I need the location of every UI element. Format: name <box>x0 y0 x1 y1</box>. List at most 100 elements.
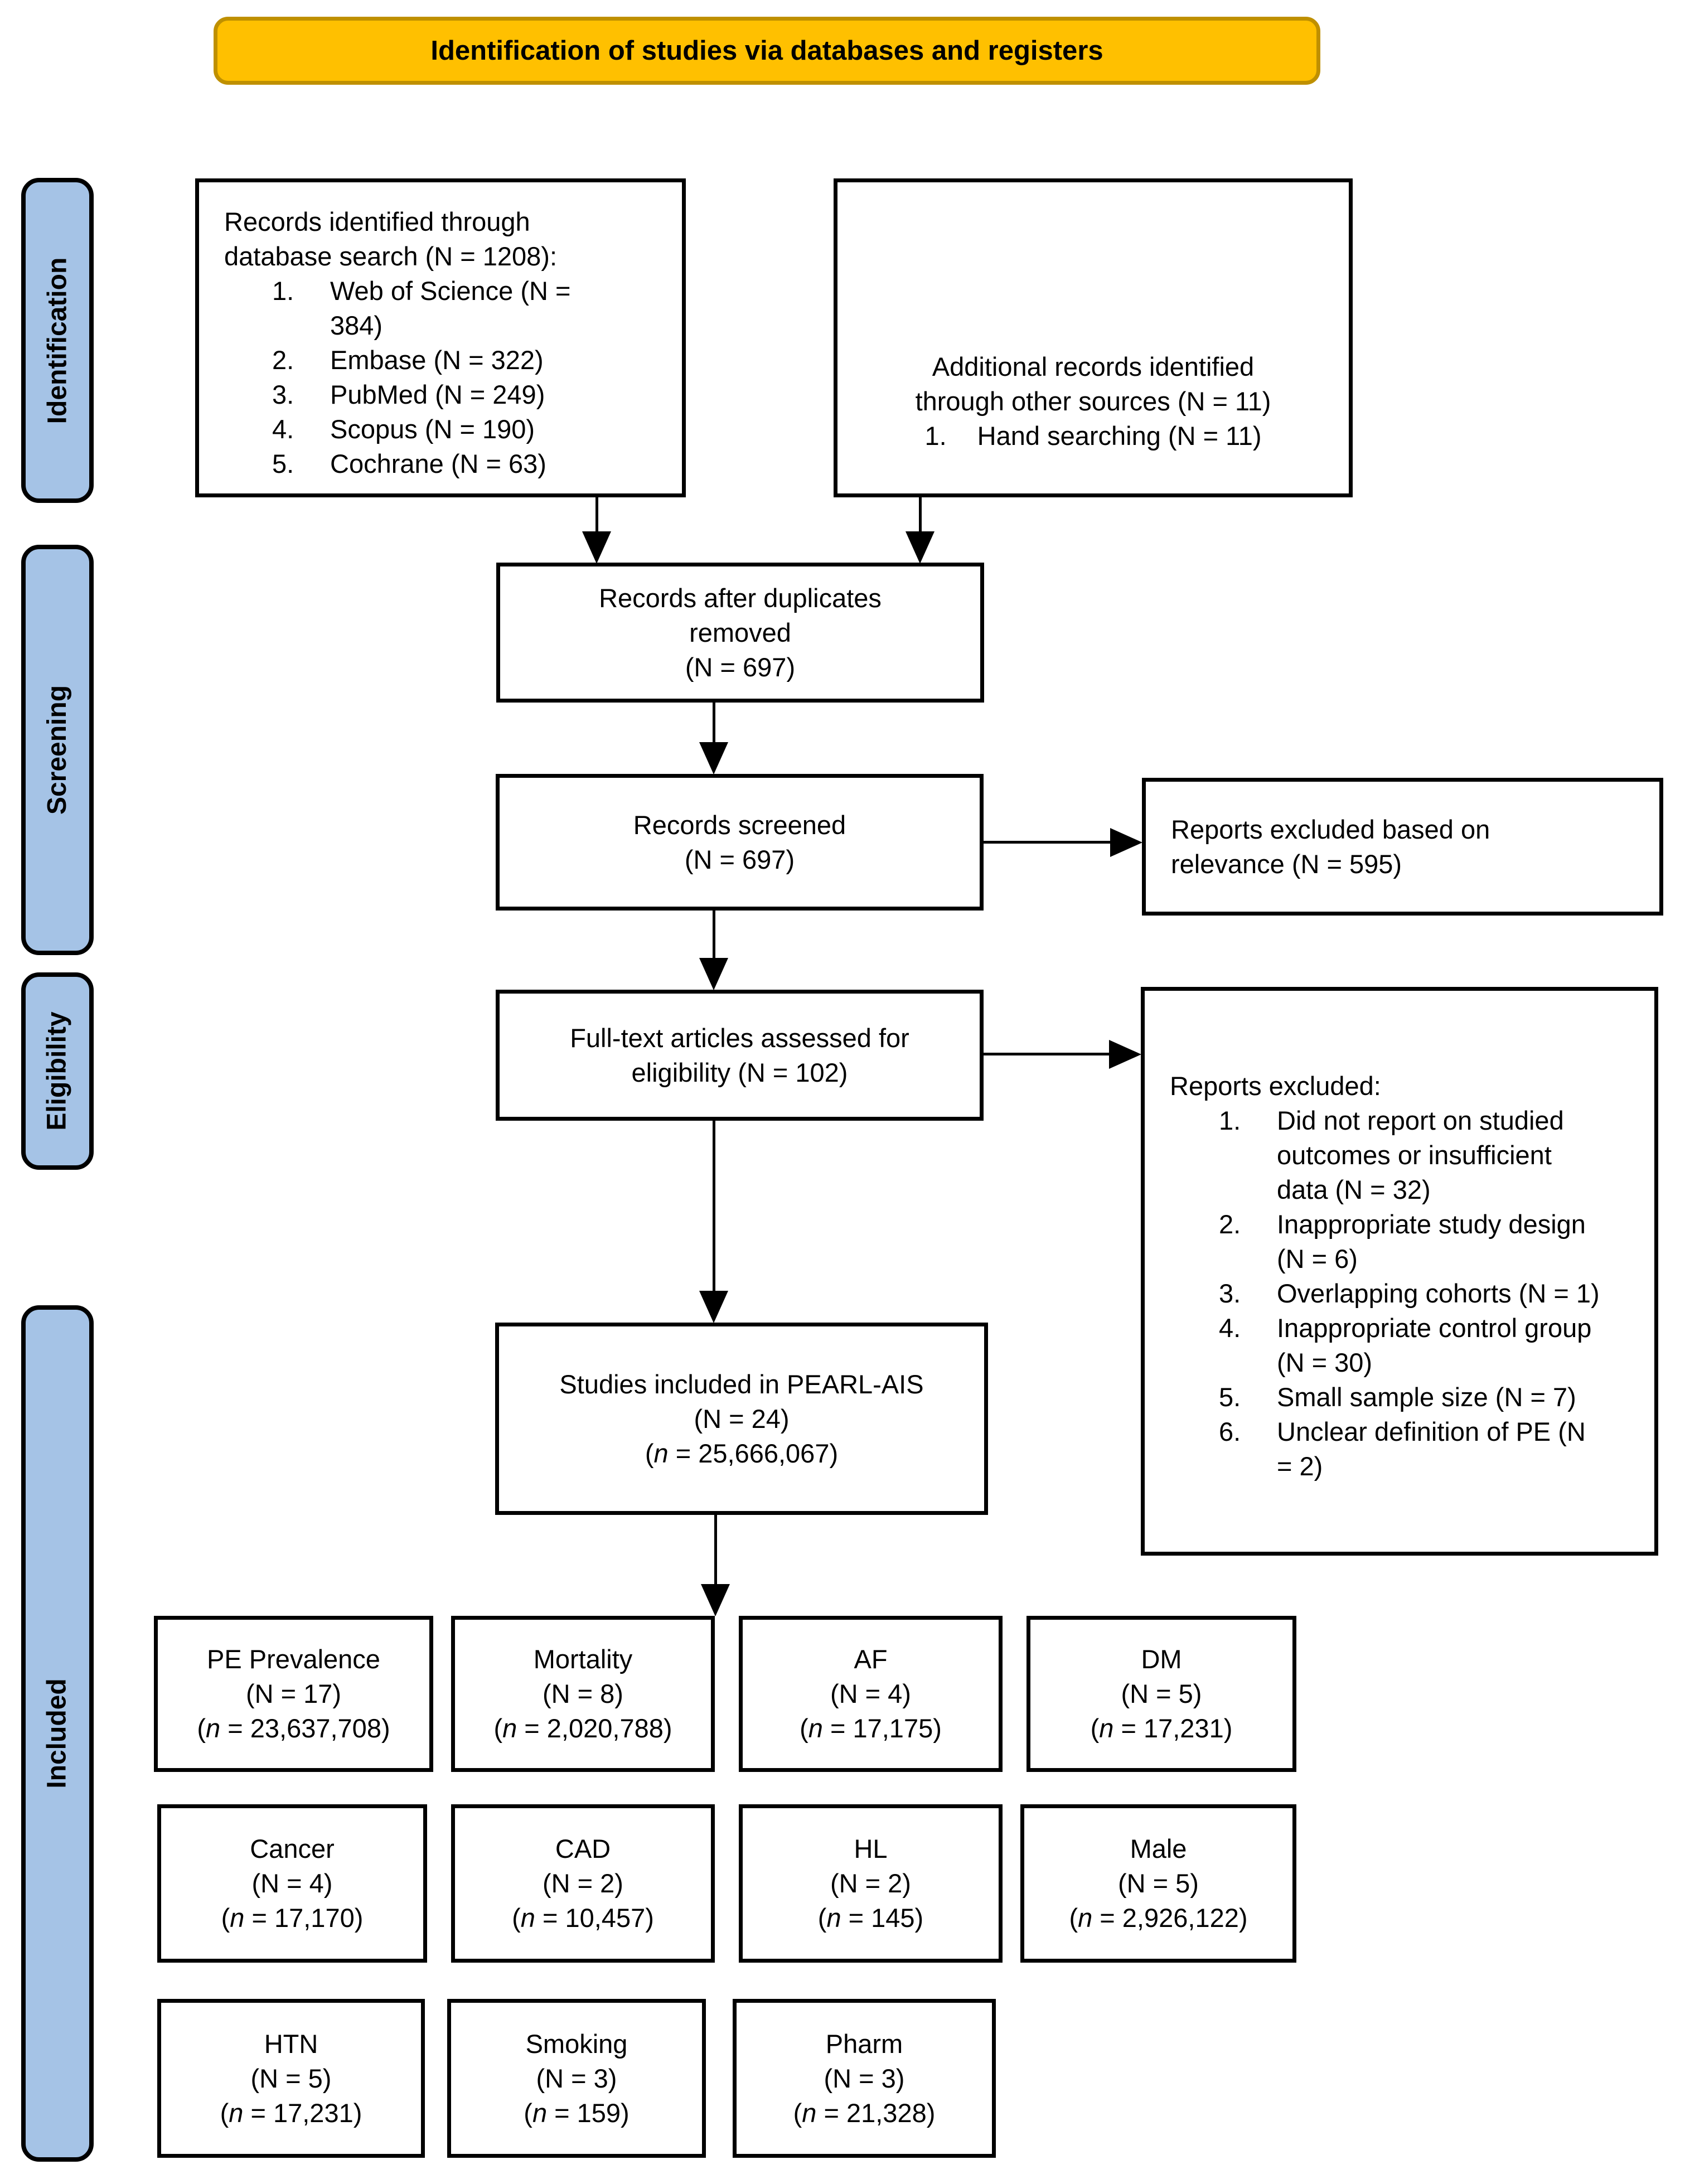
banner-title: Identification of studies via databases … <box>430 36 1103 66</box>
studies-included-n: (n = 25,666,067) <box>499 1436 984 1471</box>
n-value: = 17,170) <box>244 1903 364 1933</box>
n-open: ( <box>197 1713 206 1743</box>
n-value: = 17,175) <box>822 1713 942 1743</box>
n-open: ( <box>493 1713 503 1743</box>
outcome-title: DM <box>1141 1644 1182 1674</box>
outcome-n: (n = 159) <box>451 2096 702 2130</box>
arrow-screened-to-excluded <box>984 841 1112 844</box>
list-text: Hand searching (N = 11) <box>977 421 1262 451</box>
n-open: ( <box>645 1438 654 1468</box>
box-duplicates-removed: Records after duplicates removed (N = 69… <box>496 563 984 703</box>
list-text: Overlapping cohorts (N = 1) <box>1277 1279 1600 1308</box>
n-open: ( <box>1069 1903 1078 1933</box>
stage-screening: Screening <box>21 545 94 955</box>
n-open: ( <box>793 2098 802 2128</box>
outcome-title: HTN <box>264 2028 318 2059</box>
n-symbol: n <box>802 2098 817 2128</box>
arrow-included-to-outcomes <box>714 1515 717 1586</box>
duplicates-removed-line1: Records after duplicates <box>599 583 882 613</box>
excluded-fulltext-item: 5. Small sample size (N = 7) <box>1219 1380 1643 1415</box>
list-number: 5. <box>272 449 294 478</box>
outcome-title: Cancer <box>250 1834 335 1863</box>
excluded-relevance-line1: Reports excluded based on <box>1171 814 1490 844</box>
outcome-count: (N = 3) <box>536 2063 617 2093</box>
outcome-title: Mortality <box>533 1644 633 1674</box>
arrowhead-screened-to-excluded <box>1110 828 1142 857</box>
stage-included-label: Included <box>42 1678 72 1789</box>
list-text: Cochrane (N = 63) <box>330 449 546 478</box>
n-symbol: n <box>1078 1903 1093 1933</box>
arrow-fulltext-to-excluded <box>984 1053 1111 1055</box>
outcome-title: CAD <box>555 1834 611 1863</box>
outcome-count: (N = 4) <box>251 1868 333 1898</box>
list-number: 2. <box>1219 1209 1241 1239</box>
list-text: Small sample size (N = 7) <box>1277 1382 1576 1412</box>
n-open: ( <box>220 2098 229 2128</box>
n-open: ( <box>1090 1713 1100 1743</box>
outcome-n: (n = 21,328) <box>737 2096 992 2130</box>
box-excluded-relevance: Reports excluded based on relevance (N =… <box>1142 778 1663 916</box>
database-records-item: 3. PubMed (N = 249) <box>272 377 671 412</box>
stage-eligibility-label: Eligibility <box>42 1011 72 1131</box>
list-text: Unclear definition of PE (N = 2) <box>1277 1417 1586 1481</box>
box-records-screened: Records screened (N = 697) <box>496 774 984 911</box>
outcome-box-dm: DM (N = 5) (n = 17,231) <box>1027 1616 1296 1772</box>
outcome-count: (N = 8) <box>543 1679 623 1708</box>
database-records-item: 1. Web of Science (N = 384) <box>272 274 671 343</box>
additional-records-item: 1.Hand searching (N = 11) <box>837 419 1349 453</box>
list-number: 4. <box>272 414 294 444</box>
excluded-fulltext-item: 1. Did not report on studied outcomes or… <box>1219 1103 1643 1207</box>
outcome-n: (n = 2,020,788) <box>455 1711 711 1746</box>
list-text: Scopus (N = 190) <box>330 414 535 444</box>
n-open: ( <box>800 1713 808 1743</box>
arrow-screened-to-fulltext <box>713 911 715 960</box>
outcome-n: (n = 2,926,122) <box>1024 1901 1292 1935</box>
list-number: 2. <box>272 345 294 375</box>
list-number: 3. <box>1219 1279 1241 1308</box>
n-symbol: n <box>826 1903 841 1933</box>
list-text: Did not report on studied outcomes or in… <box>1277 1106 1564 1204</box>
n-value: = 2,926,122) <box>1092 1903 1248 1933</box>
box-database-records: Records identified through database sear… <box>195 178 686 497</box>
n-value: = 21,328) <box>816 2098 936 2128</box>
outcome-title: Smoking <box>525 2028 628 2059</box>
outcome-box-pharm: Pharm (N = 3) (n = 21,328) <box>733 1999 996 2158</box>
outcome-box-hl: HL (N = 2) (n = 145) <box>739 1804 1003 1963</box>
outcome-box-htn: HTN (N = 5) (n = 17,231) <box>157 1999 425 2158</box>
stage-identification: Identification <box>21 178 94 503</box>
arrowhead-screened-to-fulltext <box>699 958 728 990</box>
outcome-count: (N = 4) <box>830 1679 911 1708</box>
outcome-count: (N = 2) <box>543 1868 623 1898</box>
box-fulltext-assessed: Full-text articles assessed for eligibil… <box>496 990 984 1121</box>
n-value: = 17,231) <box>243 2098 362 2128</box>
n-symbol: n <box>520 1903 535 1933</box>
outcome-n: (n = 10,457) <box>455 1901 711 1935</box>
outcome-box-male: Male (N = 5) (n = 2,926,122) <box>1020 1804 1296 1963</box>
n-value: = 10,457) <box>535 1903 654 1933</box>
outcome-count: (N = 2) <box>830 1868 911 1898</box>
n-open: ( <box>512 1903 521 1933</box>
n-value: = 25,666,067) <box>668 1438 839 1468</box>
n-symbol: n <box>229 2098 244 2128</box>
duplicates-removed-count: (N = 697) <box>685 652 796 682</box>
additional-records-line2: through other sources (N = 11) <box>915 386 1271 416</box>
n-value: = 17,231) <box>1113 1713 1233 1743</box>
stage-eligibility: Eligibility <box>21 972 94 1170</box>
stage-screening-label: Screening <box>42 685 72 815</box>
outcome-box-smoking: Smoking (N = 3) (n = 159) <box>447 1999 706 2158</box>
outcome-n: (n = 23,637,708) <box>158 1711 429 1746</box>
arrowhead-additional-to-dedup <box>906 531 935 564</box>
n-symbol: n <box>230 1903 245 1933</box>
records-screened-line1: Records screened <box>633 810 846 840</box>
fulltext-assessed-line1: Full-text articles assessed for <box>570 1023 909 1053</box>
arrowhead-dedup-to-screened <box>699 742 728 774</box>
n-value: = 145) <box>841 1903 924 1933</box>
excluded-fulltext-item: 3. Overlapping cohorts (N = 1) <box>1219 1276 1643 1311</box>
outcome-box-mortality: Mortality (N = 8) (n = 2,020,788) <box>451 1616 715 1772</box>
outcome-count: (N = 5) <box>1118 1868 1199 1898</box>
n-open: ( <box>524 2098 532 2128</box>
arrow-additional-to-dedup <box>919 497 922 533</box>
outcome-count: (N = 5) <box>250 2063 332 2093</box>
n-open: ( <box>817 1903 827 1933</box>
outcome-title: PE Prevalence <box>207 1644 380 1674</box>
